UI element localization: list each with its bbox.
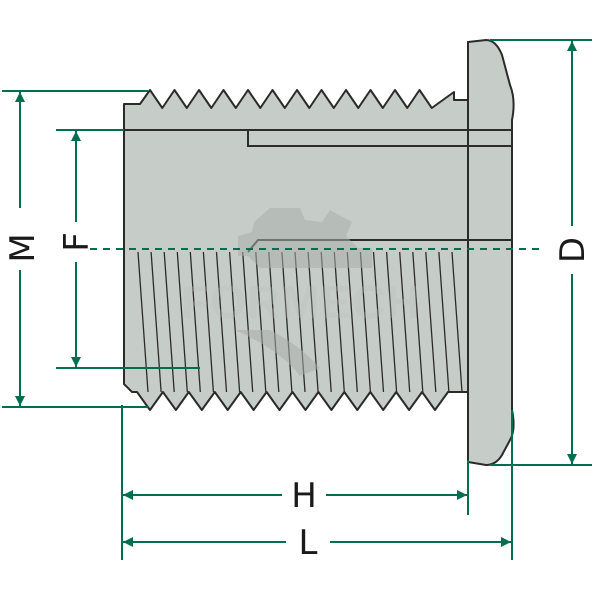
inner-thread-line — [228, 251, 241, 393]
inner-thread-line — [359, 251, 372, 393]
inner-thread-line — [242, 251, 254, 393]
inner-thread-line — [385, 251, 398, 393]
inner-thread-line — [215, 251, 228, 393]
dimensions — [2, 39, 592, 560]
inner-thread-line — [268, 251, 280, 393]
fitting-part — [123, 38, 515, 467]
inner-thread-line — [281, 251, 293, 393]
inner-thread-line — [346, 251, 358, 393]
flange — [467, 38, 515, 467]
label-l: L — [299, 523, 318, 563]
bore-upper-step — [247, 130, 512, 147]
inner-thread-line — [412, 251, 424, 393]
watermark-gear — [238, 208, 372, 268]
inner-thread-line — [372, 251, 385, 393]
inner-thread-line — [451, 251, 463, 393]
inner-thread-line — [425, 251, 437, 393]
label-m: M — [3, 233, 43, 262]
label-d: D — [553, 237, 593, 263]
inner-thread-line — [399, 251, 411, 393]
watermark-logo: FORMECH — [181, 208, 421, 376]
inner-thread-line — [202, 251, 215, 393]
inner-thread-line — [320, 251, 332, 393]
label-f: F — [57, 232, 97, 252]
inner-thread-line — [255, 251, 267, 393]
inner-thread-line — [333, 251, 345, 393]
inner-thread-line — [438, 251, 450, 393]
watermark-text: FORMECH — [181, 276, 421, 328]
label-h: H — [291, 476, 317, 516]
watermark-swoosh — [235, 330, 320, 376]
